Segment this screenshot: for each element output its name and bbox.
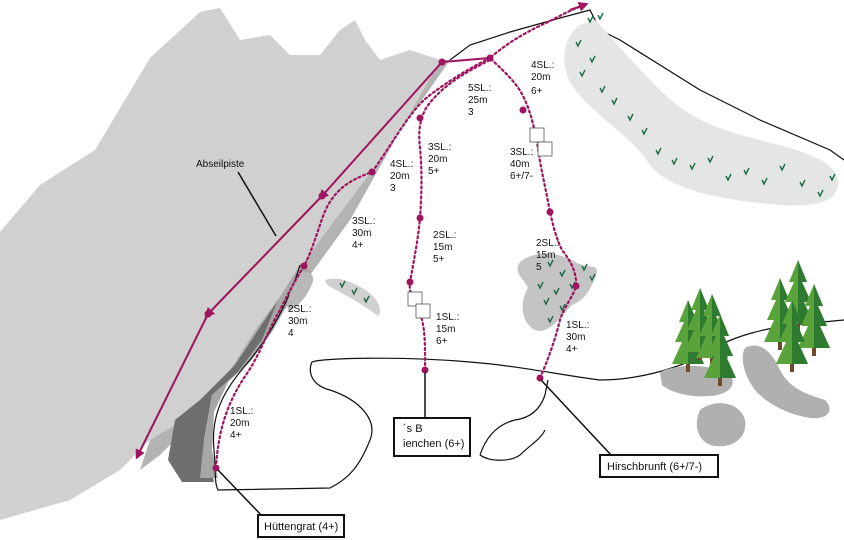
svg-text:4+: 4+ <box>566 344 578 355</box>
ground-edge <box>479 379 549 456</box>
abseil-arrow-upper <box>318 61 443 200</box>
pitch-label-b5: 5SL.: 25m 3 <box>468 83 491 118</box>
svg-text:40m: 40m <box>510 159 529 170</box>
ground-edge-2 <box>479 429 546 461</box>
rock-slab-mid <box>140 60 450 470</box>
svg-text:4SL.:: 4SL.: <box>390 159 413 170</box>
abseil-label: Abseilpiste <box>196 159 245 170</box>
svg-text:3SL.:: 3SL.: <box>510 147 533 158</box>
svg-text:3: 3 <box>468 107 474 118</box>
route-top-arrow <box>569 1 589 12</box>
pitch-label-r1: 1SL.: 30m 4+ <box>566 320 589 355</box>
pitch-label-b3: 3SL.: 20m 5+ <box>428 142 451 177</box>
boulder-2 <box>696 403 746 447</box>
abseil-top-traverse <box>441 57 491 63</box>
pitch-label-h1: 1SL.: 20m 4+ <box>230 406 253 441</box>
svg-text:1SL.:: 1SL.: <box>436 312 459 323</box>
pitch-label-h4: 4SL.: 20m 3 <box>390 159 413 194</box>
rock-gully-dark <box>168 280 300 482</box>
svg-text:15m: 15m <box>536 250 555 261</box>
svg-text:6+/7-: 6+/7- <box>510 171 533 182</box>
bienchen-box <box>393 417 471 457</box>
svg-text:1SL.:: 1SL.: <box>230 406 253 417</box>
boulder-3 <box>742 345 830 419</box>
svg-text:30m: 30m <box>566 332 585 343</box>
pitch-label-r3: 3SL.: 40m 6+/7- <box>510 147 533 182</box>
svg-text:3SL.:: 3SL.: <box>428 142 451 153</box>
pitch-label-r4: 4SL.: 20m 6+ <box>531 60 554 97</box>
pitch-label-r2: 2SL.: 15m 5 <box>536 238 559 273</box>
svg-text:30m: 30m <box>288 316 307 327</box>
belay-points <box>204 54 580 472</box>
hirschbrunft-label: Hirschbrunft (6+/7-) <box>607 461 702 473</box>
background-mountain <box>0 8 440 520</box>
grass-patch-left <box>325 278 380 316</box>
svg-text:20m: 20m <box>390 171 409 182</box>
pitch-label-h2: 2SL.: 30m 4 <box>288 304 311 339</box>
bienchen-label-1: ´s B <box>403 423 423 435</box>
hirschbrunft-box <box>599 454 719 478</box>
svg-text:4+: 4+ <box>352 240 364 251</box>
meadow-upper <box>564 20 839 206</box>
abseil-leader <box>237 171 277 237</box>
pitch-label-b2: 2SL.: 15m 5+ <box>433 230 456 265</box>
abseil-arrow-lower <box>204 195 323 318</box>
svg-text:2SL.:: 2SL.: <box>288 304 311 315</box>
svg-text:5SL.:: 5SL.: <box>468 83 491 94</box>
svg-text:1SL.:: 1SL.: <box>566 320 589 331</box>
pitch-label-b1: 1SL.: 15m 6+ <box>436 312 459 347</box>
bienchen-label-2: ienchen (6+) <box>403 438 464 450</box>
grass-patch-huetten <box>287 271 314 311</box>
hirschbrunft-leader <box>540 379 613 457</box>
svg-text:20m: 20m <box>230 418 249 429</box>
huettengrat-label: Hüttengrat (4+) <box>264 521 338 533</box>
svg-text:25m: 25m <box>468 95 487 106</box>
svg-text:2SL.:: 2SL.: <box>433 230 456 241</box>
svg-text:30m: 30m <box>352 228 371 239</box>
face-left-edge <box>212 264 844 491</box>
abseil-arrow-bottom <box>135 313 209 460</box>
svg-text:6+: 6+ <box>436 336 448 347</box>
route-huettengrat <box>214 56 492 470</box>
rock-lower-edge <box>200 265 312 478</box>
svg-text:5+: 5+ <box>433 254 445 265</box>
svg-text:20m: 20m <box>428 154 447 165</box>
svg-text:15m: 15m <box>433 242 452 253</box>
svg-text:4: 4 <box>288 328 294 339</box>
svg-text:6+: 6+ <box>531 86 543 97</box>
huettengrat-box <box>257 514 345 538</box>
pitch-label-h3: 3SL.: 30m 4+ <box>352 216 375 251</box>
svg-text:15m: 15m <box>436 324 455 335</box>
svg-text:20m: 20m <box>531 72 550 83</box>
svg-text:2SL.:: 2SL.: <box>536 238 559 249</box>
route-hirschbrunft <box>488 4 584 380</box>
svg-text:3: 3 <box>390 183 396 194</box>
huettengrat-leader <box>217 469 265 519</box>
svg-text:4SL.:: 4SL.: <box>531 60 554 71</box>
svg-text:5: 5 <box>536 262 542 273</box>
svg-text:3SL.:: 3SL.: <box>352 216 375 227</box>
crux-boxes <box>407 127 553 319</box>
svg-text:5+: 5+ <box>428 166 440 177</box>
svg-text:4+: 4+ <box>230 430 242 441</box>
